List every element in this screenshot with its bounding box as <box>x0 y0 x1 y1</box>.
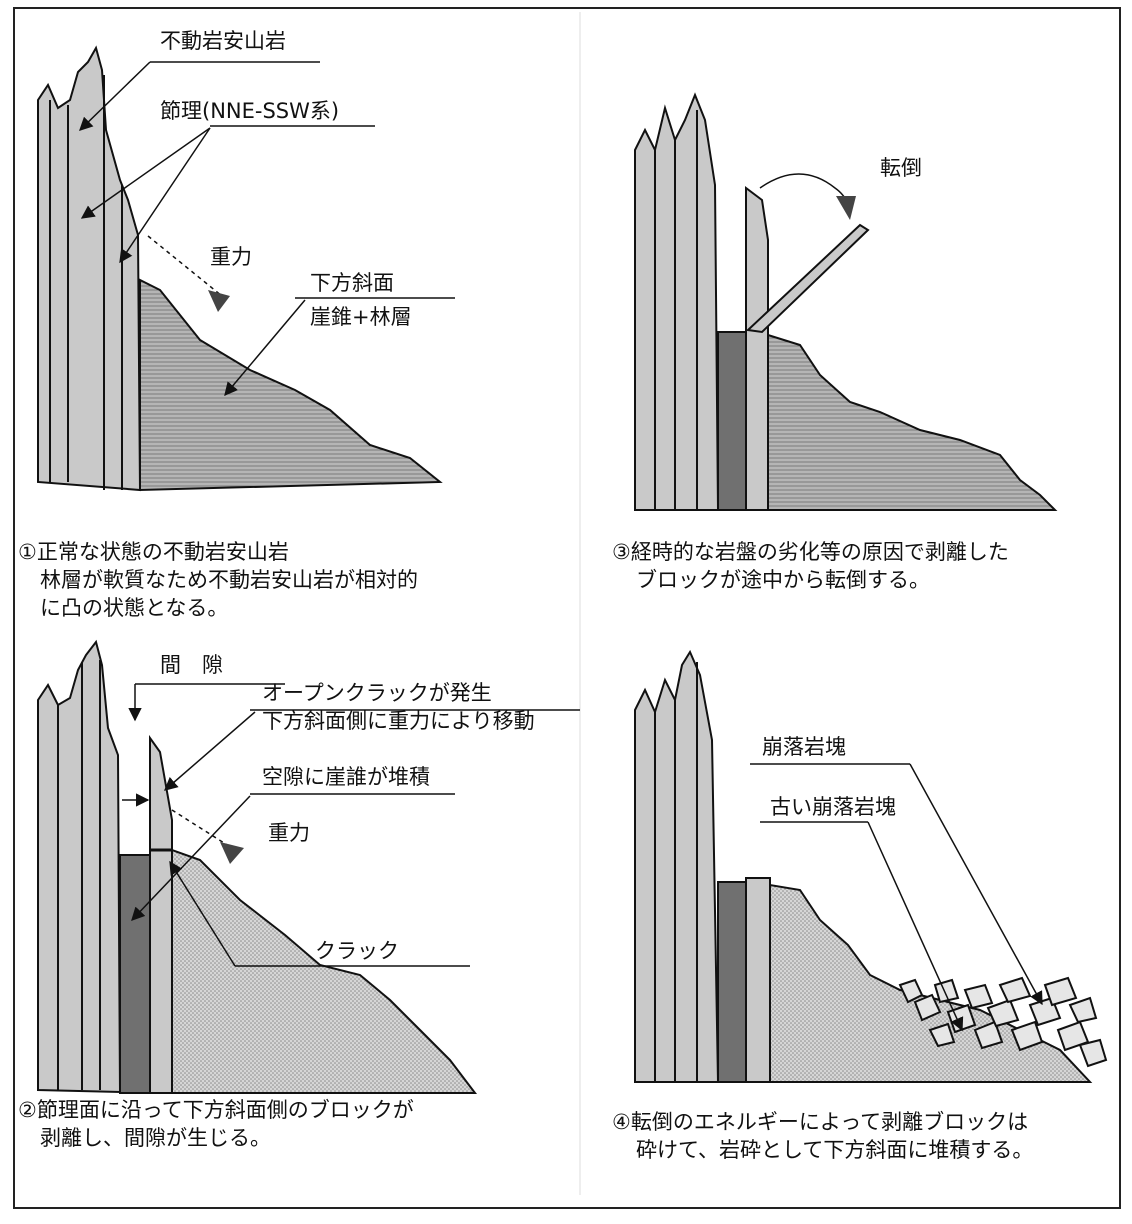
arrow-to-slope <box>224 299 306 397</box>
outer-border <box>13 7 1121 1209</box>
label-immovable-andesite: 不動岩安山岩 <box>160 29 286 53</box>
andesite-rock-body-3 <box>634 92 720 511</box>
caption-3-line-1: ③経時的な岩盤の劣化等の原因で剥離した <box>612 540 1009 564</box>
rock-debris <box>898 976 1108 1068</box>
joint-lines <box>49 75 123 490</box>
label-gravity-2: 重力 <box>268 821 310 845</box>
panel-2-labels: 間 隙 オープンクラックが発生 下方斜面側に重力により移動 空隙に崖誰が堆積 重… <box>122 653 580 967</box>
andesite-rock-body-4 <box>634 649 720 1083</box>
panel-4-illustration <box>634 649 1108 1083</box>
topple-curve-arrow <box>759 173 849 206</box>
arrow-to-block <box>163 711 256 791</box>
label-gravity-1: 重力 <box>210 245 252 269</box>
caption-4-line-2: 砕けて、岩砕として下方斜面に堆積する。 <box>636 1138 1034 1162</box>
panel-3-labels: 転倒 <box>759 156 922 220</box>
topple-arrowhead <box>836 196 856 220</box>
panel-1-labels: 不動岩安山岩 節理(NNE-SSW系) 重力 下方斜面 崖錐+林層 <box>79 29 455 397</box>
arrow-to-fallen <box>909 763 1043 1006</box>
caption-2-line-2: 剥離し、間隙が生じる。 <box>40 1126 271 1150</box>
label-gap: 間 隙 <box>160 653 223 677</box>
caption-4-line-1: ④転倒のエネルギーによって剥離ブロックは <box>612 1110 1029 1134</box>
panel-2-illustration <box>37 639 478 1094</box>
caption-1-line-1: ①正常な状態の不動岩安山岩 <box>18 540 289 564</box>
arrow-to-joint-1 <box>80 127 211 219</box>
label-joint: 節理(NNE-SSW系) <box>160 99 339 123</box>
arrow-to-joint-2 <box>119 127 211 264</box>
arrow-to-old <box>867 821 964 1032</box>
lower-slope-4 <box>769 883 1093 1083</box>
separated-block <box>149 734 173 1094</box>
gap-fill-4 <box>717 881 747 1083</box>
andesite-rock-body-2 <box>37 639 122 1094</box>
label-topple: 転倒 <box>880 156 922 180</box>
caption-2-line-1: ②節理面に沿って下方斜面側のブロックが <box>18 1098 414 1122</box>
panel-3-illustration <box>634 92 1058 511</box>
lower-slope-3 <box>767 333 1058 511</box>
caption-3-line-2: ブロックが途中から転倒する。 <box>636 568 930 592</box>
panel-1-illustration <box>37 45 443 492</box>
label-fallen-blocks: 崩落岩塊 <box>762 735 846 759</box>
arrow-to-crack <box>169 860 236 967</box>
label-talus-forest: 崖錐+林層 <box>310 305 412 329</box>
gap-fill-talus <box>119 854 151 1094</box>
remaining-block-4 <box>745 877 771 1083</box>
lower-slope-2 <box>171 848 478 1094</box>
label-old-fallen-blocks: 古い崩落岩塊 <box>770 795 896 819</box>
arrow-to-fill <box>131 795 251 921</box>
gap-fill-3 <box>717 331 747 511</box>
label-open-crack: オープンクラックが発生 <box>262 681 492 705</box>
label-lower-slope: 下方斜面 <box>310 271 394 295</box>
label-fill-talus: 空隙に崖誰が堆積 <box>262 765 430 789</box>
caption-1-line-2: 林層が軟質なため不動岩安山岩が相対的 <box>40 568 418 592</box>
gravity-arrowhead-2 <box>220 842 244 864</box>
gravity-arrowhead-1 <box>208 290 230 312</box>
toppling-block <box>745 223 870 334</box>
label-move-gravity: 下方斜面側に重力により移動 <box>262 709 535 733</box>
standing-block-3 <box>745 186 769 511</box>
arrow-to-rock <box>79 61 151 131</box>
panel-4-labels: 崩落岩塊 古い崩落岩塊 <box>750 735 1043 1032</box>
andesite-rock-body <box>37 45 142 492</box>
caption-1-line-3: に凸の状態となる。 <box>40 596 229 620</box>
label-crack: クラック <box>315 939 399 963</box>
lower-slope-talus <box>139 278 443 492</box>
